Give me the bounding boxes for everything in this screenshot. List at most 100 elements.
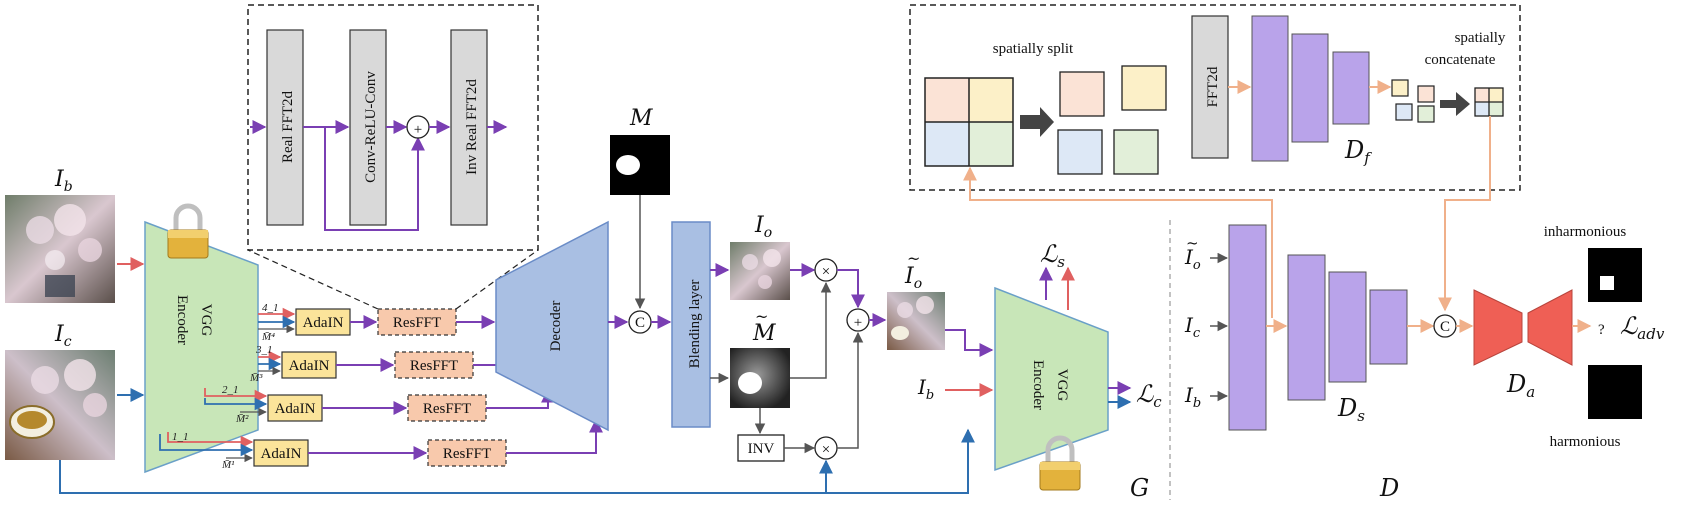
question-mark: ?	[1598, 322, 1605, 338]
da-right	[1527, 289, 1573, 366]
ds-layer-2	[1287, 254, 1326, 401]
layer-label-3-1: 3_1	[255, 344, 273, 356]
loss-ls: ℒs	[1040, 240, 1065, 271]
loss-lc: ℒc	[1136, 380, 1162, 411]
inharmonious-mask	[1588, 248, 1642, 302]
svg-text:~: ~	[1186, 234, 1199, 252]
blending-layer	[671, 221, 711, 428]
resfft-label-2: ResFFT	[410, 358, 458, 374]
vgg-encoder-2-label-1: VGG	[1054, 369, 1070, 402]
split-patch-2	[1121, 65, 1167, 111]
row-2-1: 2_1 M̄² AdaIN ResFFT	[204, 384, 555, 425]
label-ic: Ic	[54, 322, 72, 350]
lock-icon-2	[1039, 435, 1081, 491]
label-io: Io	[754, 213, 772, 241]
svg-text:+: +	[414, 122, 422, 138]
inv-real-fft2d-box	[450, 29, 488, 226]
fft2d-box	[1191, 15, 1229, 159]
resfft-label-3: ResFFT	[423, 401, 471, 417]
mbar-label-2: M̄²	[235, 413, 249, 425]
resfft-box-4	[427, 439, 507, 467]
label-discriminator-d: D	[1379, 474, 1399, 502]
layer-label-2-1: 2_1	[222, 384, 239, 396]
svg-text:C: C	[1440, 319, 1450, 335]
label-ds: Ds	[1337, 394, 1365, 425]
df-layer-2	[1291, 33, 1329, 143]
vgg-encoder	[144, 220, 259, 474]
mbar-label-1: M̄¹	[221, 459, 234, 471]
split-patch-4	[1113, 129, 1159, 175]
concat-arrow	[1440, 92, 1470, 116]
adain-label-2: AdaIN	[289, 358, 330, 374]
vgg-encoder-2-label-2: Encoder	[1030, 360, 1046, 410]
inharmonious-label: inharmonious	[1544, 224, 1627, 240]
resfft-box-3	[407, 394, 487, 422]
layer-label-1-1: 1_1	[172, 431, 189, 443]
fft2d-label: FFT2d	[1205, 66, 1221, 107]
inset-pointer-left	[247, 249, 379, 310]
adain-label-1: AdaIN	[303, 315, 344, 331]
adain-box-2	[281, 351, 337, 379]
df-layer-3	[1332, 51, 1370, 125]
svg-text:C: C	[635, 315, 645, 331]
decoder	[495, 220, 609, 432]
row-1-1: 1_1 M̄¹ AdaIN ResFFT	[159, 418, 603, 471]
svg-text:×: ×	[822, 264, 830, 280]
input-image-ib	[5, 195, 115, 303]
label-ib-2: Ib	[917, 375, 934, 403]
mbar-label-3: M̄³	[249, 372, 263, 384]
input-image-ic	[5, 350, 115, 460]
harmonious-label: harmonious	[1550, 434, 1621, 450]
label-ib: Ib	[54, 167, 73, 195]
inv-real-fft2d-label: Inv Real FFT2d	[464, 79, 480, 175]
adain-label-3: AdaIN	[275, 401, 316, 417]
freq-patch-3	[1395, 103, 1413, 121]
freq-patch-2	[1417, 85, 1435, 103]
concat-grid-output	[1474, 87, 1504, 117]
real-fft2d-box	[266, 29, 304, 226]
svg-text:+: +	[854, 315, 862, 331]
label-d-ib: Ib	[1184, 383, 1201, 411]
row-4-1: 4_1 M̄⁴ AdaIN ResFFT	[258, 302, 496, 343]
blending-layer-label: Blending layer	[687, 280, 703, 369]
ds-layer-3	[1328, 271, 1367, 383]
inv-label: INV	[748, 441, 775, 457]
freq-patch-4	[1417, 105, 1435, 123]
spatially-split-label: spatially split	[993, 41, 1074, 57]
inset-skip-connection	[324, 127, 425, 231]
layer-label-4-1: 4_1	[262, 302, 279, 314]
output-image-iotilde	[887, 292, 945, 350]
split-patch-1	[1059, 71, 1105, 117]
resfft-label-1: ResFFT	[393, 315, 441, 331]
frequency-discriminator-inset	[909, 4, 1521, 191]
label-iotilde: Io	[904, 264, 922, 292]
output-image-io	[730, 242, 790, 300]
split-grid-input	[924, 77, 1014, 167]
adain-label-4: AdaIN	[261, 446, 302, 462]
lock-icon	[167, 203, 209, 259]
svg-text:×: ×	[822, 442, 830, 458]
df-layer-1	[1251, 15, 1289, 162]
spatially-label: spatially	[1455, 30, 1506, 46]
freq-patch-1	[1391, 79, 1409, 97]
concatenate-label: concatenate	[1425, 52, 1496, 68]
label-d-io: Io	[1184, 245, 1201, 273]
arrow-to-freq-discriminator	[963, 166, 1273, 318]
conv-relu-conv-box	[349, 29, 387, 226]
svg-text:~: ~	[755, 307, 768, 326]
decoder-label: Decoder	[548, 301, 564, 352]
real-fft2d-label: Real FFT2d	[280, 90, 296, 163]
harmonious-mask	[1588, 365, 1642, 419]
loss-ladv: ℒadv	[1620, 312, 1665, 343]
adain-box-4	[253, 439, 309, 467]
vgg-encoder-label-2: Encoder	[174, 295, 190, 345]
da-left	[1473, 289, 1523, 366]
adain-box-1	[295, 308, 351, 336]
split-patch-3	[1057, 129, 1103, 175]
label-df: Df	[1344, 136, 1372, 167]
ds-layer-4	[1369, 289, 1408, 365]
label-d-ic: Ic	[1184, 313, 1201, 341]
split-arrow	[1020, 107, 1054, 137]
label-da: Da	[1506, 370, 1535, 401]
